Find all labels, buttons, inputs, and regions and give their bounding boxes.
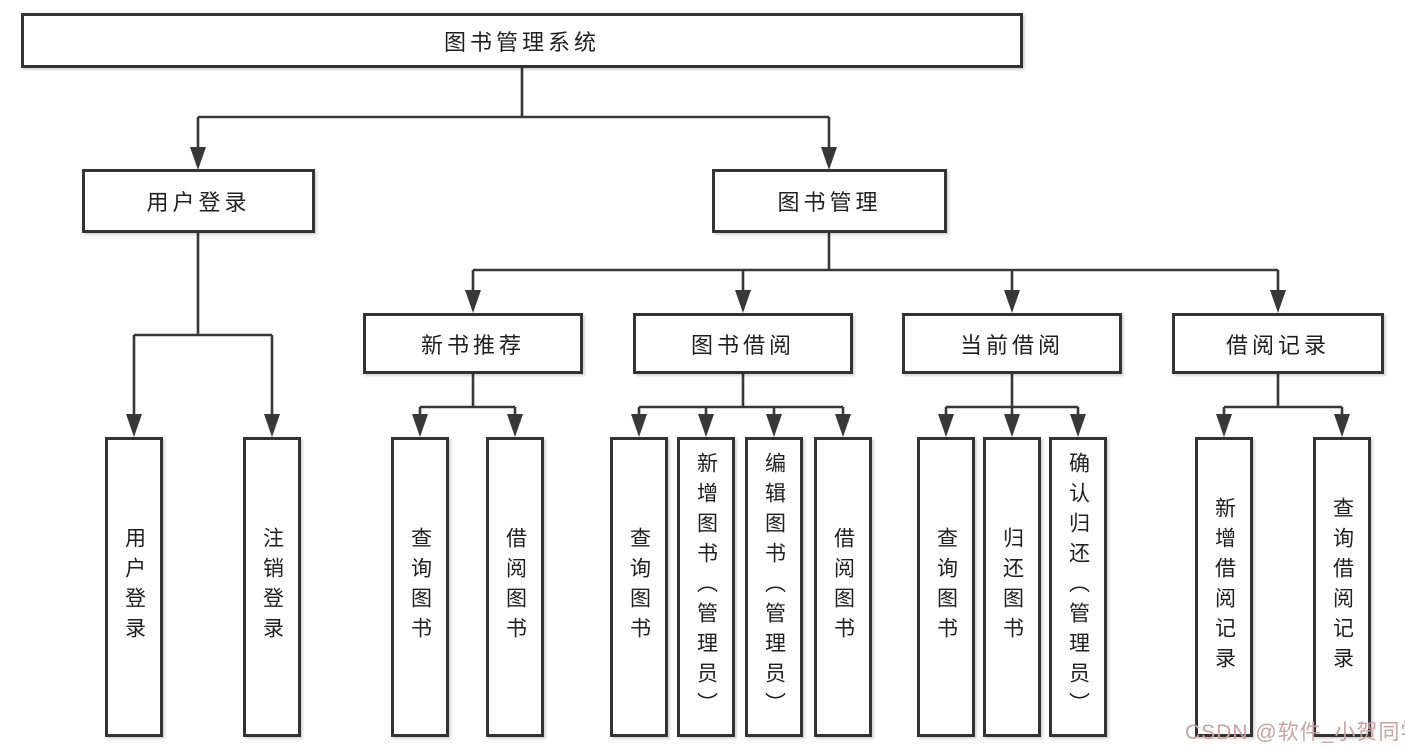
node-add-borrow-record-label: 新增借阅记录 [1212,497,1236,677]
node-borrowing-records-label: 借阅记录 [1225,332,1330,358]
node-user-login-label: 用户登录 [146,190,251,215]
node-book-borrowing: 图书借阅 [633,313,853,374]
arrowheads [126,147,1350,437]
node-borrow-books-recommend-label: 借阅图书 [503,527,527,647]
node-book-management-label: 图书管理 [777,190,882,215]
node-book-management: 图书管理 [712,169,947,233]
node-book-borrowing-label: 图书借阅 [690,332,795,358]
node-edit-books-admin: 编辑图书（管理员） [745,437,803,737]
node-query-books-borrowing: 查询图书 [610,437,668,737]
node-system: 图书管理系统 [21,13,1023,68]
node-confirm-return-admin-label: 确认归还（管理员） [1066,452,1090,722]
node-add-books-admin-label: 新增图书（管理员） [694,452,718,722]
node-query-books-current-label: 查询图书 [934,527,958,647]
node-query-books-recommend-label: 查询图书 [408,527,432,647]
node-login: 用户登录 [105,437,163,737]
watermark: CSDN @软件_小贺同学 [1185,721,1405,744]
node-query-books-current: 查询图书 [917,437,975,737]
node-new-book-recommend: 新书推荐 [363,313,583,374]
node-system-label: 图书管理系统 [443,29,600,55]
node-add-books-admin: 新增图书（管理员） [677,437,735,737]
node-query-books-borrowing-label: 查询图书 [627,527,651,647]
node-borrowing-records: 借阅记录 [1172,313,1384,374]
node-query-borrow-record: 查询借阅记录 [1313,437,1371,737]
node-borrow-books-label: 借阅图书 [831,527,855,647]
node-borrow-books-recommend: 借阅图书 [486,437,544,737]
node-query-books-recommend: 查询图书 [391,437,449,737]
node-current-borrowing-label: 当前借阅 [959,332,1064,358]
node-confirm-return-admin: 确认归还（管理员） [1049,437,1107,737]
node-current-borrowing: 当前借阅 [902,313,1122,374]
node-return-books: 归还图书 [983,437,1041,737]
node-query-borrow-record-label: 查询借阅记录 [1330,497,1354,677]
node-edit-books-admin-label: 编辑图书（管理员） [762,452,786,722]
node-logout-label: 注销登录 [260,527,284,647]
node-logout: 注销登录 [243,437,301,737]
node-new-book-recommend-label: 新书推荐 [420,332,525,358]
node-login-label: 用户登录 [122,527,146,647]
node-return-books-label: 归还图书 [1000,527,1024,647]
node-borrow-books: 借阅图书 [814,437,872,737]
node-add-borrow-record: 新增借阅记录 [1195,437,1253,737]
node-user-login: 用户登录 [82,169,315,233]
